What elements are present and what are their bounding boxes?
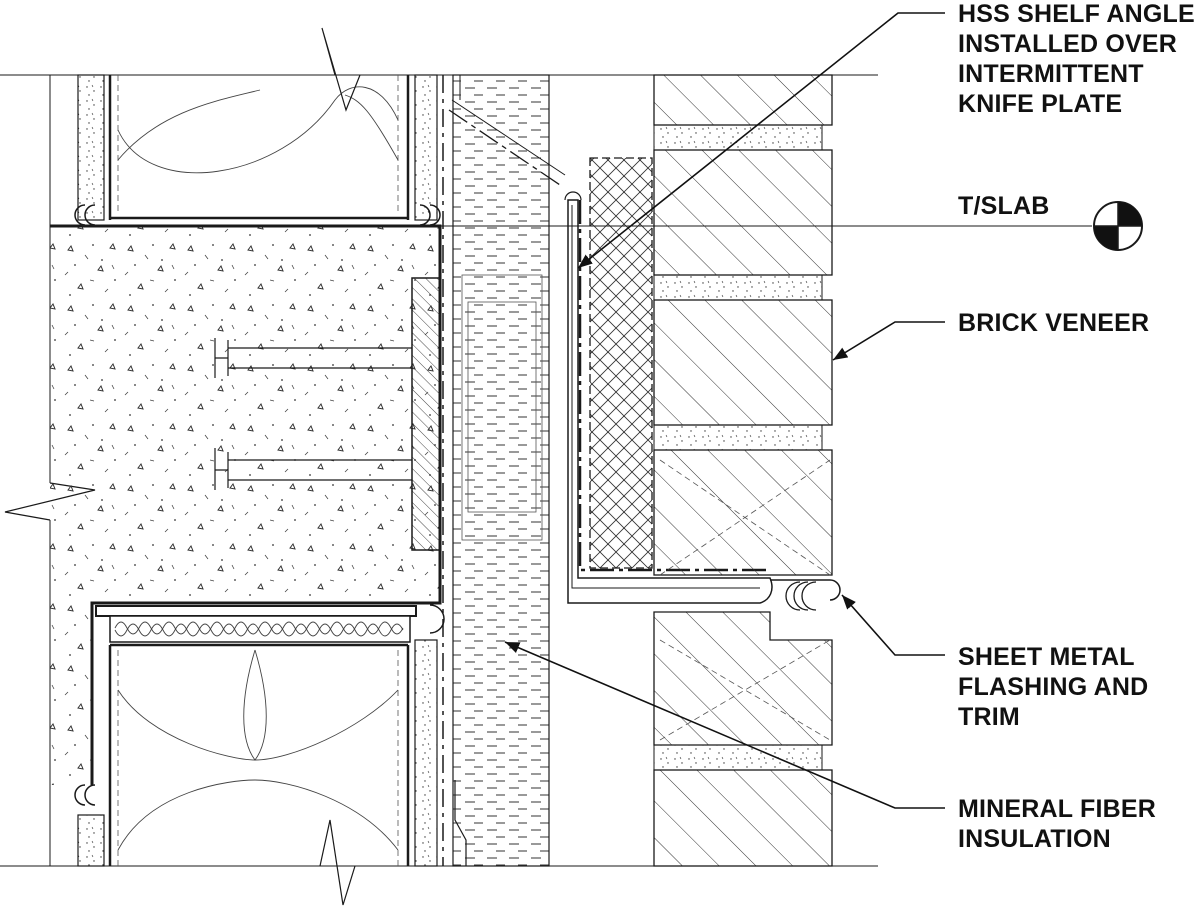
svg-text:BRICK VENEER: BRICK VENEER <box>958 309 1149 337</box>
t-slab-elevation <box>440 201 1143 251</box>
svg-text:T/SLAB: T/SLAB <box>958 192 1049 220</box>
callout-hss-shelf-angle: HSS SHELF ANGLE INSTALLED OVER INTERMITT… <box>958 0 1195 118</box>
concrete-slab <box>50 224 442 785</box>
compressible-filler <box>589 157 653 569</box>
svg-text:KNIFE PLATE: KNIFE PLATE <box>958 90 1122 118</box>
brick-veneer <box>653 74 833 867</box>
callout-sheet-metal-flashing: SHEET METAL FLASHING AND TRIM <box>958 643 1148 731</box>
svg-text:INSULATION: INSULATION <box>958 825 1111 853</box>
svg-text:MINERAL FIBER: MINERAL FIBER <box>958 795 1156 823</box>
svg-text:HSS SHELF ANGLE: HSS SHELF ANGLE <box>958 0 1195 28</box>
svg-text:INSTALLED OVER: INSTALLED OVER <box>958 30 1177 58</box>
callout-brick-veneer: BRICK VENEER <box>958 309 1149 337</box>
callout-mineral-fiber-insulation: MINERAL FIBER INSULATION <box>958 795 1156 853</box>
lower-stud-cavity <box>74 604 445 867</box>
mineral-fiber-insulation <box>448 74 566 867</box>
svg-text:INTERMITTENT: INTERMITTENT <box>958 60 1144 88</box>
svg-text:FLASHING AND: FLASHING AND <box>958 673 1148 701</box>
svg-text:TRIM: TRIM <box>958 703 1020 731</box>
upper-stud-cavity <box>74 74 441 226</box>
sheet-metal-flashing <box>770 579 841 611</box>
leader-lines <box>504 12 945 809</box>
elevation-target-icon <box>1093 201 1143 251</box>
break-line-icon <box>321 27 361 112</box>
callout-t-slab: T/SLAB <box>958 192 1049 220</box>
svg-text:SHEET METAL: SHEET METAL <box>958 643 1135 671</box>
break-line-icon <box>319 819 356 906</box>
